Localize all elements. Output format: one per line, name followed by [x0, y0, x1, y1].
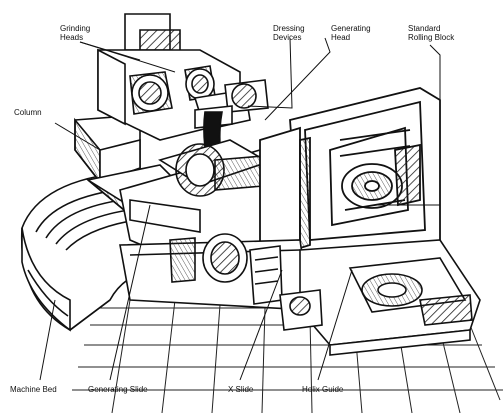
helix-guide	[279, 239, 481, 356]
label-machine-bed: Machine Bed	[10, 385, 57, 394]
label-standard-rolling-block: Standard Rolling Block	[408, 24, 455, 42]
leader-lines	[39, 37, 441, 381]
label-generating-head: Generating Head	[331, 24, 371, 42]
label-x-slide: X Slide	[228, 385, 254, 394]
label-grinding-heads: Grinding Heads	[60, 24, 91, 42]
generating-head	[259, 87, 441, 266]
dressing-devices	[194, 79, 269, 202]
label-generating-slide: Generating Slide	[88, 385, 148, 394]
label-column: Column	[14, 108, 42, 117]
x-slide	[119, 233, 311, 311]
label-dressing-devices: Dressing Devices	[273, 24, 305, 42]
label-helix-guide: Helix Guide	[302, 385, 344, 394]
